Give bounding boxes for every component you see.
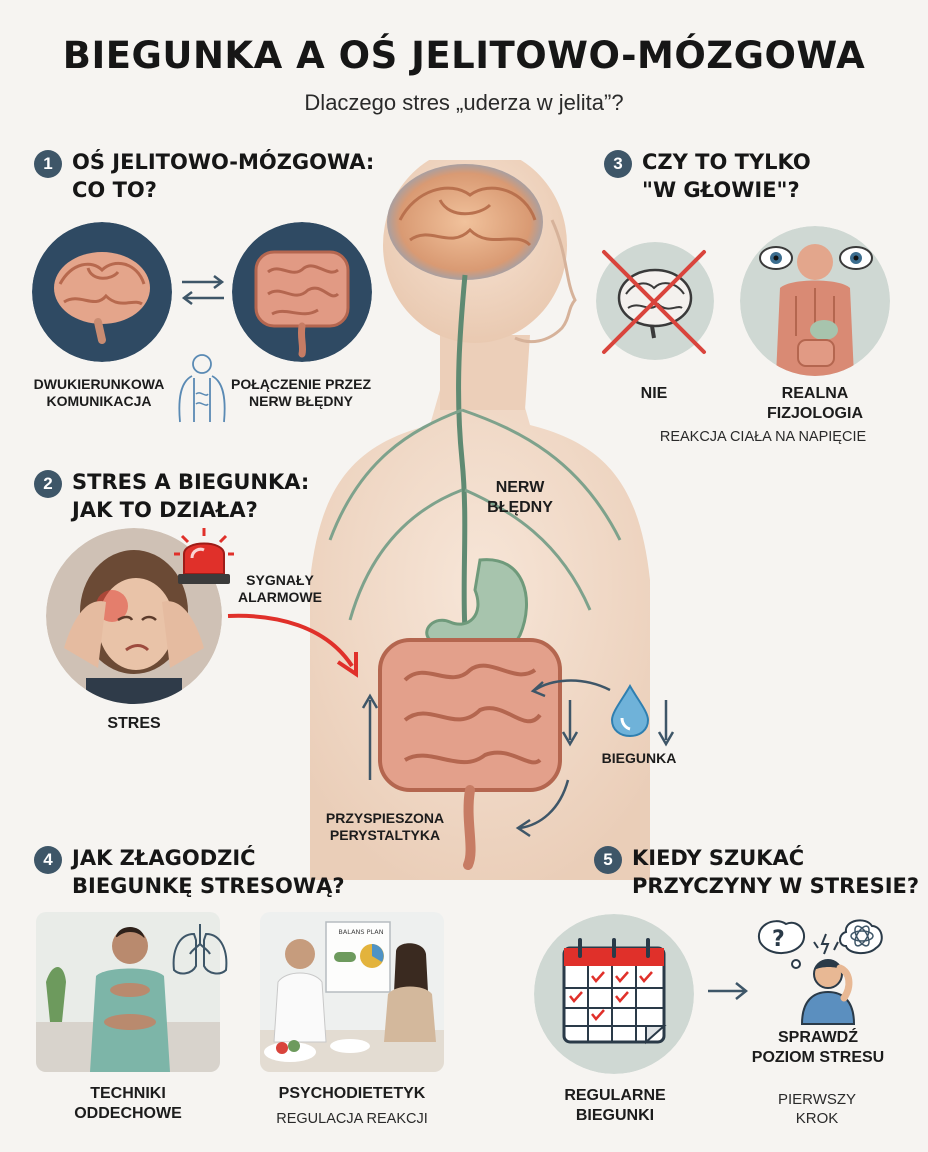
lungs-icon xyxy=(172,924,228,975)
water-drop-icon xyxy=(610,684,650,738)
worried-person-icon: ? xyxy=(757,919,883,1025)
section-2-number: 2 xyxy=(34,470,62,498)
section-4-number: 4 xyxy=(34,846,62,874)
section-3-number: 3 xyxy=(604,150,632,178)
eye-right-icon xyxy=(839,246,873,270)
no-label: NIE xyxy=(640,385,668,402)
stress-label: STRES xyxy=(107,715,161,732)
stressed-woman-image xyxy=(46,528,222,704)
brain-glow xyxy=(387,164,543,280)
body-illustration xyxy=(310,160,650,880)
motion-arrows xyxy=(361,679,675,838)
reaction-regulation-caption: REGULACJA REAKCJI xyxy=(276,1111,428,1127)
body-outline-icon xyxy=(178,354,226,423)
eye-left-icon xyxy=(759,246,793,270)
section-3-heading: CZY TO TYLKO"W GŁOWIE"? xyxy=(642,150,811,202)
section-1-heading: OŚ JELITOWO-MÓZGOWA:CO TO? xyxy=(72,150,375,202)
page-subtitle: Dlaczego stres „uderza w jelita”? xyxy=(304,90,624,115)
section-1-number: 1 xyxy=(34,150,62,178)
red-cross-icon xyxy=(602,250,706,354)
section-2-heading: STRES A BIEGUNKA:JAK TO DZIAŁA? xyxy=(72,470,310,522)
stress-arrow xyxy=(227,613,358,678)
page-title: BIEGUNKA A OŚ JELITOWO-MÓZGOWA xyxy=(62,34,866,77)
psychodietitian-image xyxy=(260,912,444,1072)
poster-text: BALANS PLAN xyxy=(338,928,384,936)
breathing-image xyxy=(36,912,220,1072)
psychodietitian-label: PSYCHODIETETYK xyxy=(278,1085,426,1102)
diarrhea-label: BIEGUNKA xyxy=(601,750,677,766)
right-arrow-icon xyxy=(708,982,749,1000)
section-5-number: 5 xyxy=(594,846,622,874)
alarm-siren-icon xyxy=(174,528,234,584)
brain-image xyxy=(32,222,172,362)
body-reaction-caption: REAKCJA CIAŁA NA NAPIĘCIE xyxy=(659,429,867,445)
bidirectional-arrows-icon xyxy=(181,275,225,305)
calendar-image xyxy=(534,914,694,1074)
svg-text:?: ? xyxy=(772,927,785,952)
intestine-image xyxy=(232,222,372,362)
